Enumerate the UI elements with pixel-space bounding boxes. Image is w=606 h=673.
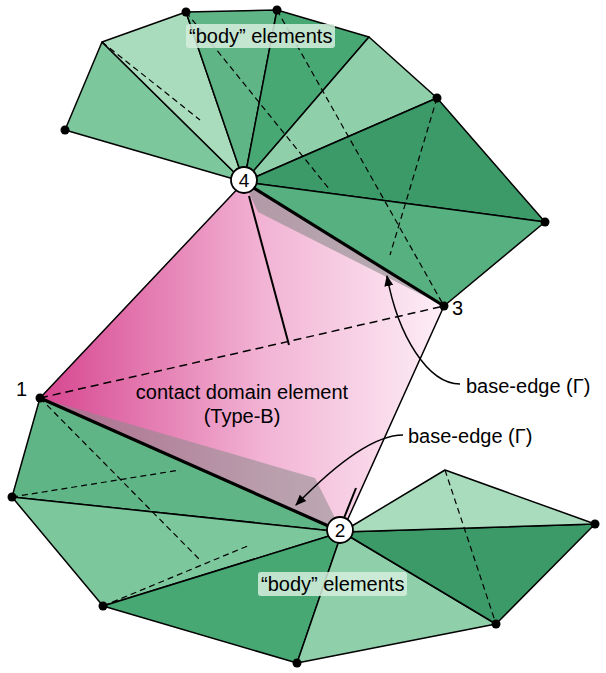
contact-element [40,182,444,532]
vertex-number: 3 [452,296,463,320]
vertex-circle: 4 [230,166,258,194]
leader-lines [249,196,460,518]
edge-label: base-edge (Γ) [466,374,590,398]
vertex-circle: 2 [326,516,354,544]
vertex-number: 4 [230,166,258,190]
vertex-dots [8,6,600,668]
body-label: “body” elements [186,24,335,48]
body-label: “body” elements [258,572,407,596]
vertex-number: 1 [16,377,27,401]
element-label: contact domain element (Type-B) [126,380,358,428]
circle-shape [327,517,353,543]
vertex-number: 2 [326,516,354,540]
edge-label: base-edge (Γ) [408,424,532,448]
circle-shape [231,167,257,193]
